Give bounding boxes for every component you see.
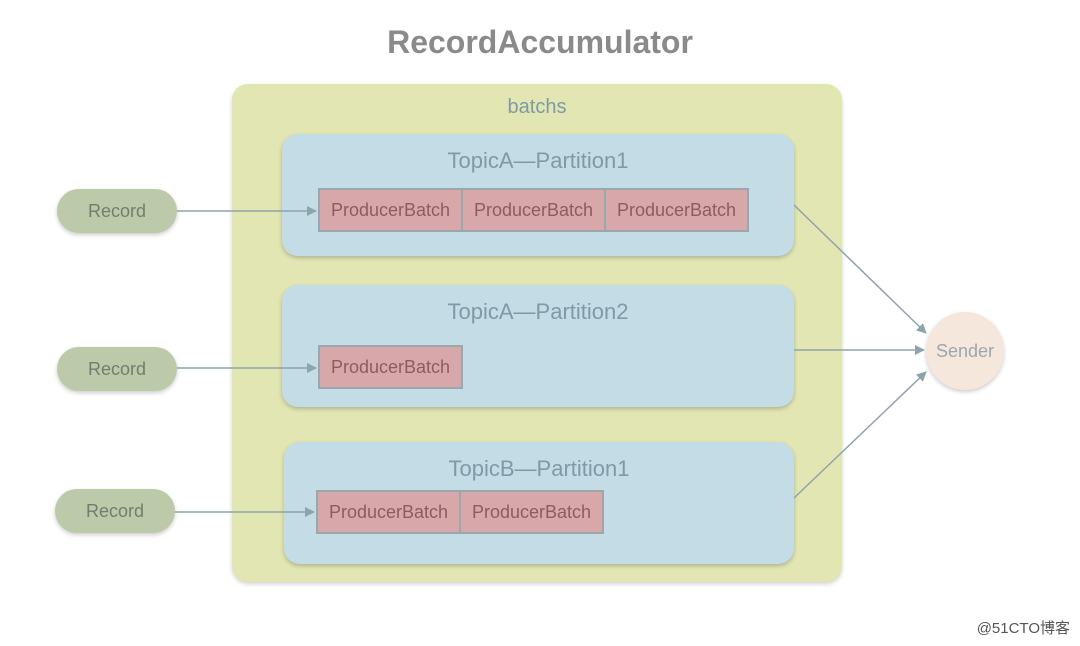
producer-batch: ProducerBatch bbox=[316, 490, 461, 534]
record-node: Record bbox=[57, 189, 177, 233]
record-node: Record bbox=[57, 347, 177, 391]
partition-label: TopicA—Partition2 bbox=[447, 299, 629, 324]
partition-topicb-1: TopicB—Partition1 ProducerBatch Producer… bbox=[284, 442, 794, 564]
producer-batch: ProducerBatch bbox=[318, 345, 463, 389]
record-node: Record bbox=[55, 489, 175, 533]
diagram-title: RecordAccumulator bbox=[387, 24, 693, 60]
producer-batch: ProducerBatch bbox=[604, 188, 749, 232]
producer-batch: ProducerBatch bbox=[461, 188, 606, 232]
batch-row: ProducerBatch ProducerBatch bbox=[316, 490, 604, 534]
batch-row: ProducerBatch ProducerBatch ProducerBatc… bbox=[318, 188, 749, 232]
sender-node: Sender bbox=[926, 312, 1004, 390]
partition-label: TopicA—Partition1 bbox=[447, 148, 629, 173]
batch-row: ProducerBatch bbox=[318, 345, 463, 389]
partition-label: TopicB—Partition1 bbox=[448, 456, 630, 481]
partition-topica-2: TopicA—Partition2 ProducerBatch bbox=[282, 285, 794, 407]
producer-batch: ProducerBatch bbox=[318, 188, 463, 232]
partition-topica-1: TopicA—Partition1 ProducerBatch Producer… bbox=[282, 134, 794, 256]
watermark-text: @51CTO博客 bbox=[976, 620, 1070, 637]
accumulator-label: batchs bbox=[507, 96, 567, 118]
producer-batch: ProducerBatch bbox=[459, 490, 604, 534]
